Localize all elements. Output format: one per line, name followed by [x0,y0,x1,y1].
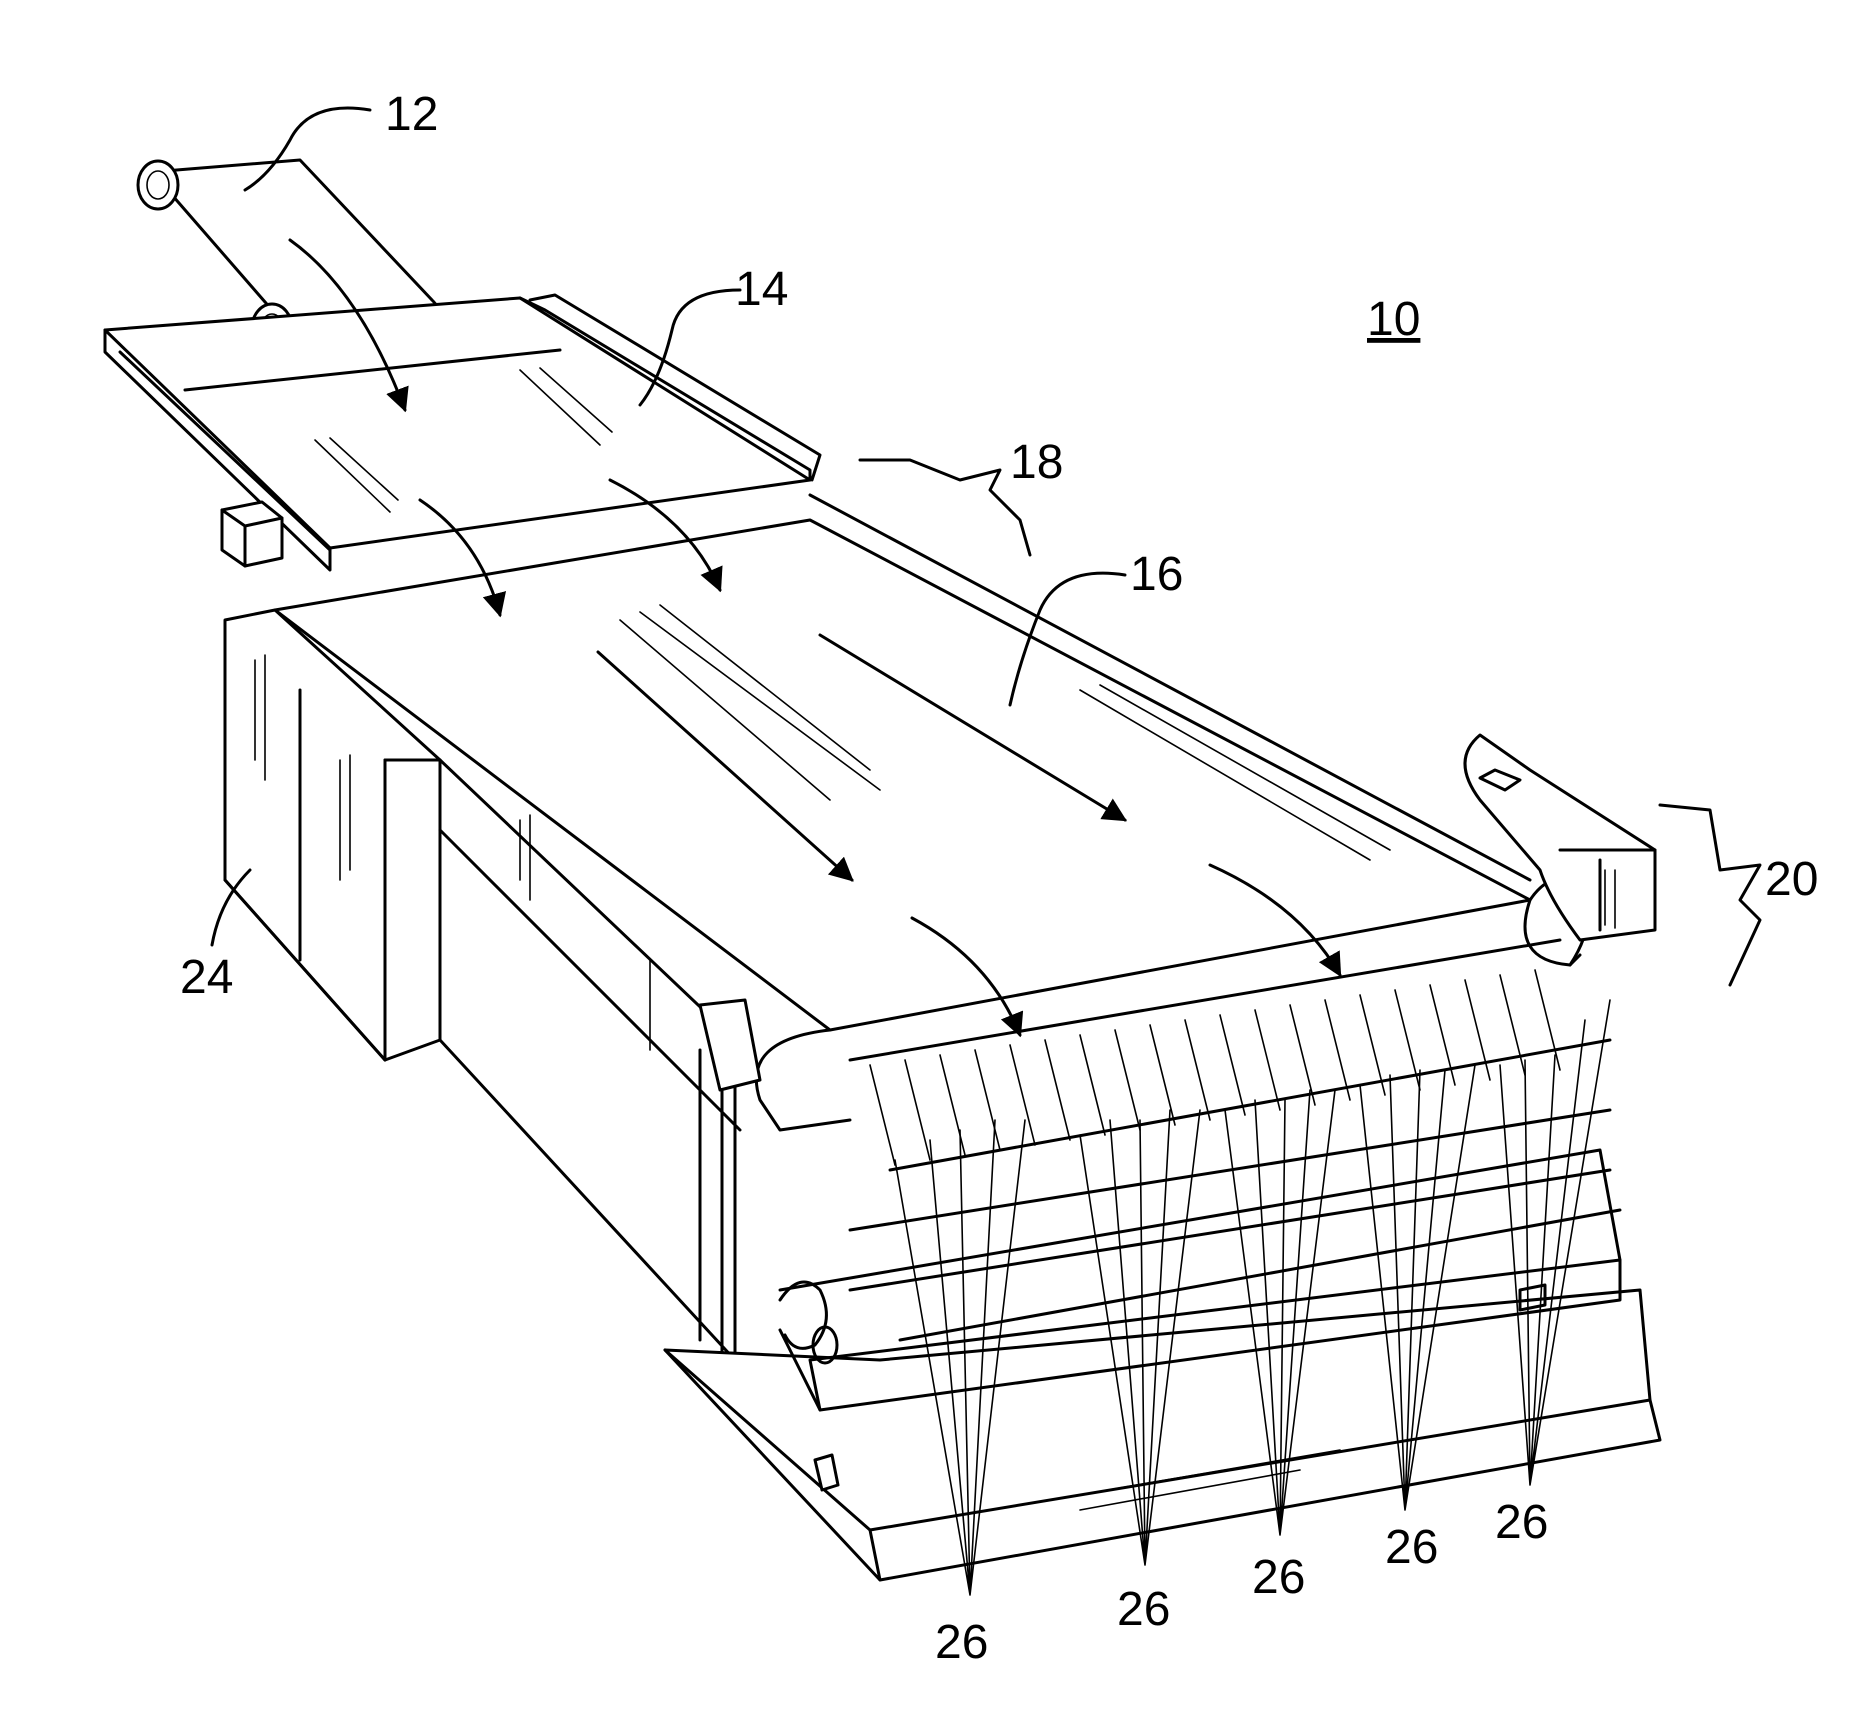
drive-assembly [1465,735,1655,940]
label-16: 16 [1130,548,1183,601]
label-20: 20 [1765,853,1818,906]
first-conveyor [105,295,820,570]
label-14: 14 [735,263,788,316]
label-26-b: 26 [1117,1583,1170,1636]
label-18: 18 [1010,436,1063,489]
label-26-e: 26 [1495,1496,1548,1549]
label-10: 10 [1367,293,1420,346]
label-12: 12 [385,88,438,141]
label-26-d: 26 [1385,1521,1438,1574]
label-24: 24 [180,951,233,1004]
label-26-a: 26 [935,1616,988,1669]
label-26-c: 26 [1252,1551,1305,1604]
